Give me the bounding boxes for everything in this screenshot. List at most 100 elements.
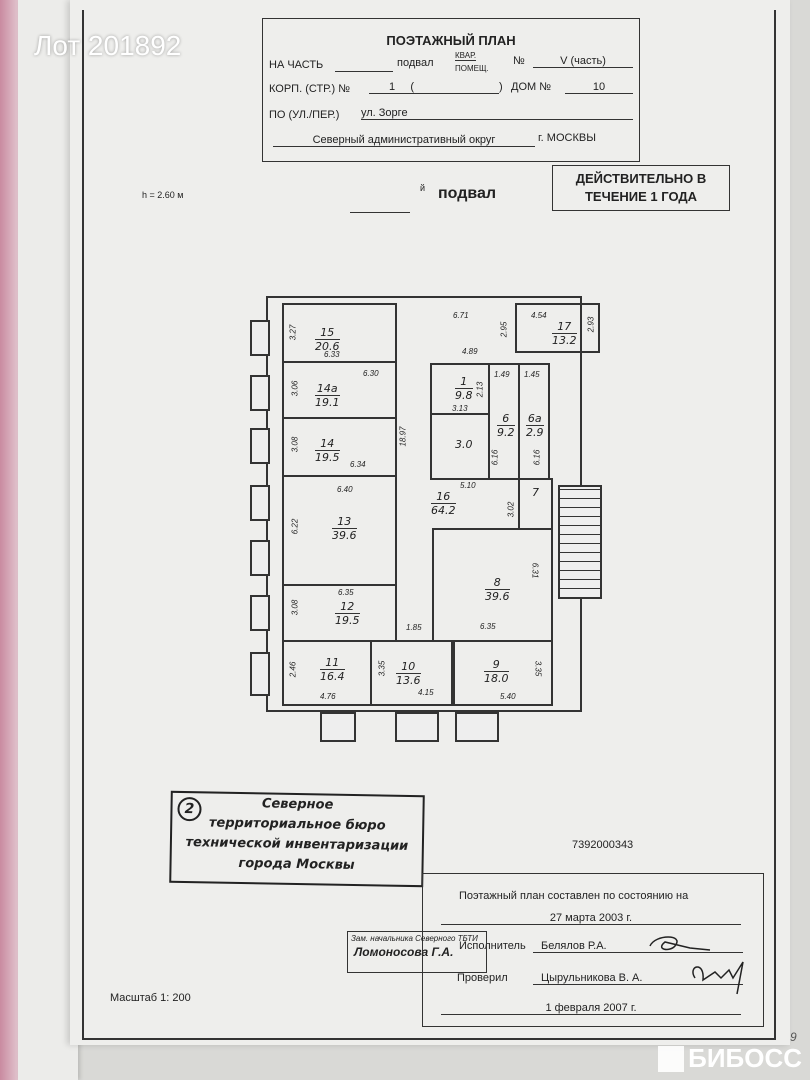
dimension: 5.10 [460,481,476,490]
deputy-stamp: Зам. начальника Северного ТБТИ Ломоносов… [347,931,487,973]
street-value: ул. Зорге [361,107,633,120]
number-value: V (часть) [533,55,633,68]
dimension: 6.31 [530,562,540,579]
dimension: 3.13 [452,404,468,413]
checked-label: Проверил [457,972,508,984]
brand-logo: БИБОСС [658,1043,802,1074]
executor-name: Белялов Р.А. [533,940,743,953]
dimension: 1.85 [406,623,422,632]
deputy-title: Зам. начальника Северного ТБТИ [351,934,478,943]
dimension: 6.16 [532,449,542,466]
room-10 [370,640,453,706]
final-date: 1 февраля 2007 г. [441,1002,741,1015]
dimension: 6.22 [290,518,300,535]
document-sheet [70,0,790,1045]
underlying-sheet [18,0,78,1080]
dimension: 2.93 [586,316,596,333]
dimension: 6.71 [453,311,469,320]
dimension: 4.89 [462,347,478,356]
window [250,595,270,631]
dimension: 3.08 [290,599,300,616]
page-mark: 9 [790,1030,797,1044]
dimension: 6.16 [490,449,500,466]
lot-watermark: Лот 201892 [34,30,182,61]
window [250,652,270,696]
window [250,485,270,521]
dimension: 2.46 [288,661,298,678]
dimension: 4.15 [418,688,434,697]
plan-title: ПОЭТАЖНЫЙ ПЛАН [386,33,516,48]
checker-signature [692,961,744,995]
height-note: h = 2.60 м [142,190,184,200]
dimension: 6.35 [338,588,354,597]
bti-stamp: 2 Северное территориальное бюро техничес… [169,790,425,888]
scale-label: Масштаб 1: 200 [110,992,191,1004]
dimension: 3.08 [290,436,300,453]
validity-box: ДЕЙСТВИТЕЛЬНО В ТЕЧЕНИЕ 1 ГОДА [552,165,730,211]
dom-value: 10 [565,81,633,94]
dimension: 6.35 [480,622,496,631]
window [320,712,356,742]
dimension: 18.97 [398,426,408,447]
pomesch-label: ПОМЕЩ. [455,64,489,73]
paren-close: ) [499,81,503,93]
checked-name: Цырульникова В. А. [533,972,743,985]
signoff-box: Поэтажный план составлен по состоянию на… [422,873,764,1027]
room-label: 7 [532,486,539,499]
dimension: 3.35 [377,660,387,677]
staircase [558,485,602,599]
floor-number-blank [350,196,410,213]
dimension: 2.13 [475,381,485,398]
city-value: г. МОСКВЫ [538,132,596,144]
dimension: 1.45 [524,370,540,379]
deputy-name: Ломоносова Г.А. [354,945,454,959]
validity-line2: ТЕЧЕНИЕ 1 ГОДА [584,189,698,204]
dimension: 6.30 [363,369,379,378]
window [250,540,270,576]
room-label: 3.0 [455,438,473,451]
floor-value: подвал [397,57,434,69]
state-text: Поэтажный план составлен по состоянию на [459,890,689,902]
window [250,320,270,356]
floor-suffix: й [420,183,426,193]
logo-icon [658,1045,685,1072]
korp-label: КОРП. (СТР.) № [269,83,350,95]
dimension: 5.40 [500,692,516,701]
dimension: 6.34 [350,460,366,469]
dom-label: ДОМ № [511,81,552,93]
dimension: 2.95 [499,321,509,338]
dimension: 4.54 [531,311,547,320]
room-7 [518,478,553,530]
dimension: 3.06 [290,380,300,397]
district-value: Северный административный округ [273,134,535,147]
header-box: ПОЭТАЖНЫЙ ПЛАН НА ЧАСТЬ подвал КВАР. ПОМ… [262,18,640,162]
document-frame [82,10,776,1040]
window [395,712,439,742]
korp-number: 1 [389,81,396,93]
window [250,428,270,464]
floor-title: подвал [438,185,497,202]
dimension: 1.49 [494,370,510,379]
room-8 [432,528,553,642]
executor-label: Исполнитель [459,940,526,952]
logo-text: БИБОСС [688,1043,802,1073]
validity-line1: ДЕЙСТВИТЕЛЬНО В [575,171,707,186]
dimension: 3.27 [288,324,298,341]
window [455,712,499,742]
dimension: 6.33 [324,350,340,359]
dimension: 4.76 [320,692,336,701]
paren-open: ( [410,81,415,93]
dimension: 3.35 [533,660,543,677]
